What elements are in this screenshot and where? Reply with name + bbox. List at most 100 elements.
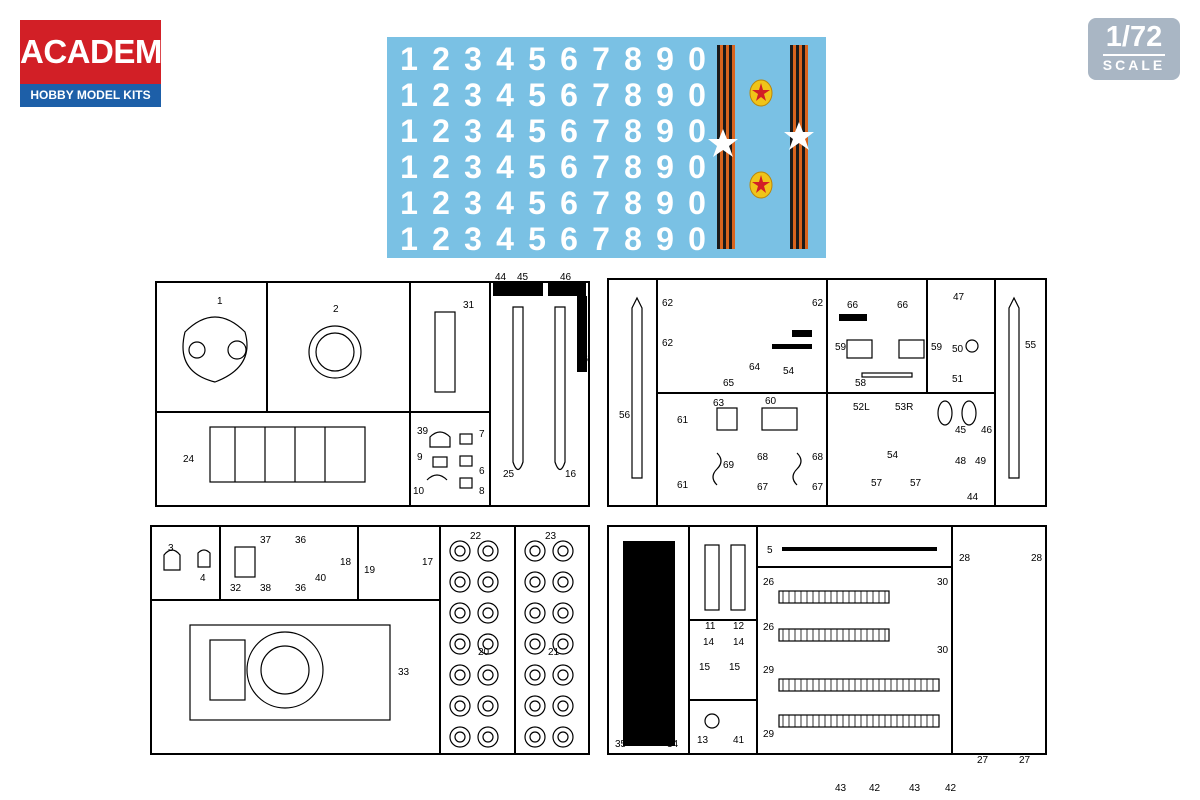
decal-digit: 0 [688,77,706,113]
part-label: 5 [767,545,773,556]
decal-digit: 7 [592,41,610,77]
part-label: 49 [975,456,987,467]
part-label: 68 [812,452,824,463]
track-link-run [778,590,890,604]
part-label: 7 [479,429,485,440]
decal-digit: 6 [560,113,578,149]
part-label: 42 [869,783,881,794]
part-label: 61 [677,480,689,491]
decal-digit: 9 [656,185,674,221]
decal-digit: 7 [592,149,610,185]
decal-digit: 1 [400,149,418,185]
decal-digit: 2 [432,41,450,77]
road-wheel-icon [449,726,471,748]
decal-digit: 8 [624,113,642,149]
decal-digit: 5 [528,149,546,185]
decal-digit: 2 [432,221,450,257]
road-wheel-icon [557,607,569,619]
decal-digit: 4 [496,113,514,149]
part-label: 43 [909,783,921,794]
road-wheel-icon [529,700,541,712]
decal-digit: 6 [560,41,578,77]
part-label: 67 [812,482,824,493]
decal-digit: 3 [464,149,482,185]
part-label: 46 [981,425,993,436]
decal-digit: 4 [496,77,514,113]
decal-digit: 1 [400,185,418,221]
part-label: 69 [723,460,735,471]
part-label: 20 [478,647,490,658]
part-label: 3 [168,543,174,554]
road-wheel-icon [477,571,499,593]
part-label: 17 [422,557,434,568]
track-link-run [778,678,940,692]
road-wheel-icon [524,695,546,717]
decal-digit: 6 [560,77,578,113]
part-label: 22 [470,531,482,542]
guards-badge-icon [749,171,773,199]
road-wheel-icon [482,669,494,681]
road-wheel-icon [454,700,466,712]
part-label: 36 [295,535,307,546]
decal-digit: 7 [592,113,610,149]
part-label: 15 [729,662,741,673]
part-label: 58 [855,378,867,389]
decal-digit: 0 [688,113,706,149]
decal-digit: 3 [464,77,482,113]
sprue-a: 1 2 31 44 45 46 46 24 39 7 9 6 10 8 25 1… [155,272,590,507]
road-wheel-icon [524,726,546,748]
decal-digit: 8 [624,41,642,77]
decal-digit: 4 [496,41,514,77]
part-label: 14 [703,637,715,648]
sprue-b: 62 62 62 56 59 59 58 47 50 55 51 66 66 6… [607,278,1047,507]
decal-digit: 9 [656,149,674,185]
decal-digit: 1 [400,41,418,77]
part-label: 48 [955,456,967,467]
decal-digit: 8 [624,221,642,257]
decal-digit: 7 [592,221,610,257]
decal-digit: 5 [528,113,546,149]
road-wheel-icon [454,607,466,619]
decal-digit: 9 [656,77,674,113]
part-label: 2 [333,304,339,315]
road-wheel-icon [454,669,466,681]
part-label: 46 [577,354,589,365]
road-wheel-icon [557,731,569,743]
track-link-run [778,628,890,642]
part-label: 57 [910,478,922,489]
decal-digit: 9 [656,41,674,77]
road-wheel-icon [529,545,541,557]
part-label: 23 [545,531,557,542]
sprue-c: 3 4 32 37 36 38 36 40 18 19 17 22 23 20 … [150,525,590,755]
brand-tagline: HOBBY MODEL KITS [20,84,161,107]
road-wheel-icon [552,664,574,686]
decal-digit: 4 [496,149,514,185]
part-label: 66 [897,300,909,311]
scale-badge: 1/72 SCALE [1088,18,1180,80]
part-label: 62 [812,298,824,309]
part-label: 35 [615,739,627,750]
decal-digit: 6 [560,149,578,185]
decal-digit: 1 [400,113,418,149]
part-label: 64 [749,362,761,373]
decal-digit: 3 [464,185,482,221]
decal-digit: 4 [496,185,514,221]
part-label: 59 [931,342,943,353]
part-label: 57 [871,478,883,489]
scale-word: SCALE [1102,54,1166,73]
road-wheel-grid [449,540,574,748]
part-label: 30 [937,645,949,656]
road-wheel-icon [524,571,546,593]
road-wheel-icon [482,638,494,650]
part-label: 47 [953,292,965,303]
part-label: 51 [952,374,964,385]
part-label: 54 [887,450,899,461]
road-wheel-icon [482,545,494,557]
road-wheel-icon [552,633,574,655]
part-label: 38 [260,583,272,594]
decal-digit: 8 [624,77,642,113]
part-label: 43 [835,783,847,794]
